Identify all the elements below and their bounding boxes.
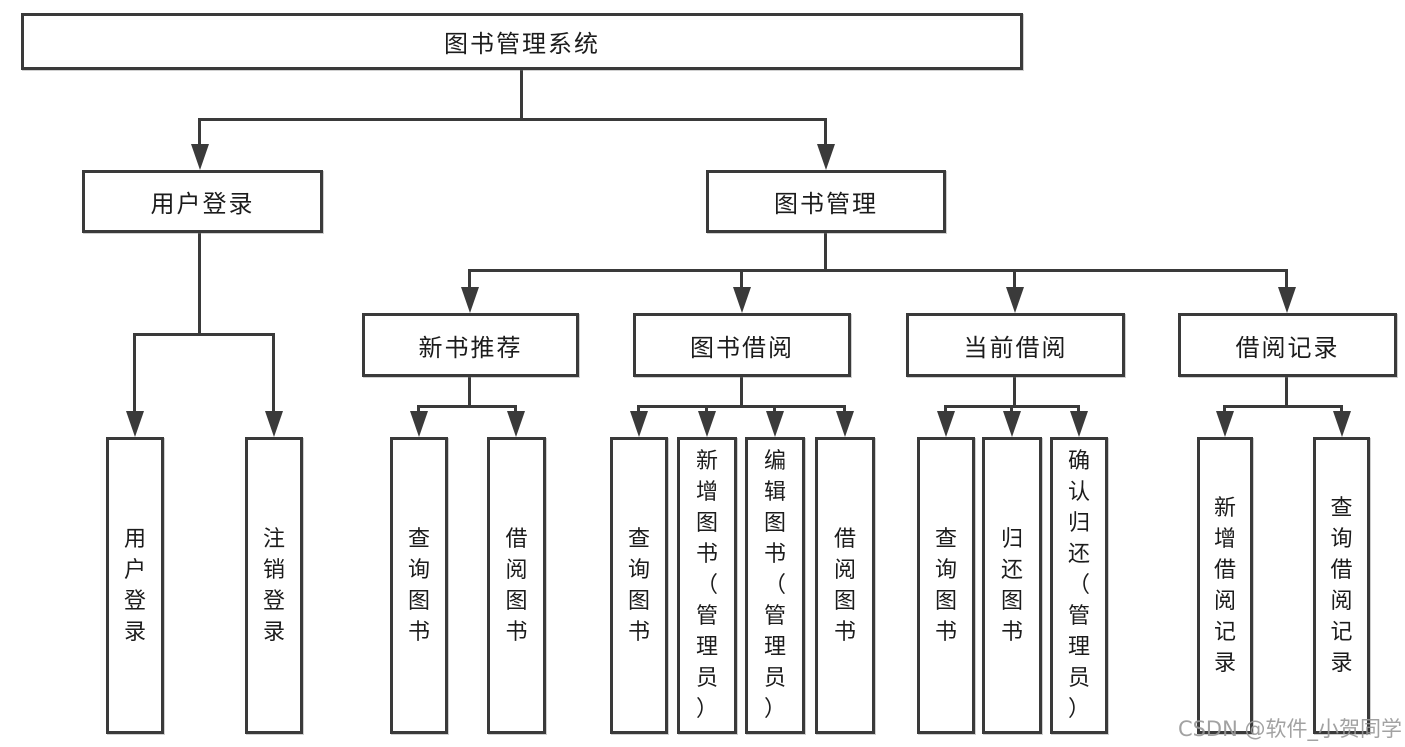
leaf-user-login-label: 用户登录 [123,526,146,645]
arrow-down-icon [630,411,648,437]
leaf-logout-label: 注销登录 [262,526,285,645]
leaf-br-query-record: 查询借阅记录 [1313,437,1370,734]
connector-hline [199,118,826,121]
leaf-br-query-record-label: 查询借阅记录 [1330,495,1353,676]
connector-vline [417,405,420,415]
leaf-br-add-record: 新增借阅记录 [1197,437,1253,734]
arrow-down-icon [126,411,144,437]
node-borrow-records-label: 借阅记录 [1235,333,1340,362]
connector-vline [1340,405,1343,415]
arrow-down-icon [766,411,784,437]
connector-vline [773,405,776,415]
node-book-management: 图书管理 [706,170,946,233]
connector-vline [514,405,517,415]
leaf-rec-borrow-books: 借阅图书 [487,437,546,734]
connector-vline [1013,377,1016,408]
node-user-login: 用户登录 [82,170,323,233]
connector-vline [944,405,947,415]
leaf-cb-return-books-label: 归还图书 [1000,526,1023,645]
arrow-down-icon [410,411,428,437]
connector-vline [1077,405,1080,415]
leaf-bb-borrow-books: 借阅图书 [815,437,875,734]
connector-hline [418,405,517,408]
node-book-borrow: 图书借阅 [633,313,851,377]
connector-vline [198,118,201,150]
connector-hline [134,333,275,336]
node-new-book-recommend: 新书推荐 [362,313,579,377]
connector-vline [272,333,275,413]
arrow-down-icon [817,144,835,170]
arrow-down-icon [937,411,955,437]
arrow-down-icon [461,287,479,313]
leaf-cb-return-books: 归还图书 [982,437,1042,734]
leaf-bb-add-books-admin: 新增图书（管理员） [677,437,737,734]
node-current-borrow-label: 当前借阅 [963,333,1068,362]
connector-vline [1013,269,1016,293]
arrow-down-icon [733,287,751,313]
connector-vline [1285,269,1288,293]
connector-hline [469,269,1288,272]
arrow-down-icon [1333,411,1351,437]
leaf-bb-edit-books-admin: 编辑图书（管理员） [745,437,805,734]
leaf-rec-query-books-label: 查询图书 [407,526,430,645]
leaf-cb-confirm-return-admin: 确认归还（管理员） [1050,437,1108,734]
connector-vline [133,333,136,413]
node-borrow-records: 借阅记录 [1178,313,1397,377]
leaf-rec-borrow-books-label: 借阅图书 [505,526,528,645]
leaf-rec-query-books: 查询图书 [390,437,448,734]
leaf-bb-add-books-admin-label: 新增图书（管理员） [695,449,718,722]
leaf-cb-confirm-return-admin-label: 确认归还（管理员） [1067,449,1090,722]
node-new-book-recommend-label: 新书推荐 [418,333,523,362]
leaf-bb-edit-books-admin-label: 编辑图书（管理员） [763,449,786,722]
leaf-cb-query-books-label: 查询图书 [934,526,957,645]
arrow-down-icon [265,411,283,437]
arrow-down-icon [1006,287,1024,313]
arrow-down-icon [1278,287,1296,313]
leaf-bb-query-books-label: 查询图书 [627,526,650,645]
leaf-user-login: 用户登录 [106,437,164,734]
leaf-br-add-record-label: 新增借阅记录 [1213,495,1236,676]
connector-vline [637,405,640,415]
connector-vline [824,118,827,150]
connector-vline [468,269,471,293]
connector-vline [520,70,523,120]
arrow-down-icon [698,411,716,437]
leaf-bb-borrow-books-label: 借阅图书 [833,526,856,645]
node-user-login-label: 用户登录 [150,190,255,218]
connector-vline [705,405,708,415]
watermark: CSDN @软件_小贺同学 [1177,717,1402,741]
arrow-down-icon [1216,411,1234,437]
connector-vline [843,405,846,415]
connector-vline [1010,405,1013,415]
arrow-down-icon [507,411,525,437]
connector-vline [1223,405,1226,415]
connector-vline [824,233,827,272]
node-root-label: 图书管理系统 [444,30,600,58]
connector-vline [740,269,743,293]
node-book-management-label: 图书管理 [774,190,878,218]
connector-vline [198,233,201,336]
arrow-down-icon [1070,411,1088,437]
node-current-borrow: 当前借阅 [906,313,1125,377]
connector-hline [1224,405,1343,408]
arrow-down-icon [1003,411,1021,437]
arrow-down-icon [191,144,209,170]
connector-vline [468,377,471,408]
connector-hline [638,405,846,408]
node-book-borrow-label: 图书借阅 [690,333,794,362]
leaf-logout: 注销登录 [245,437,303,734]
leaf-bb-query-books: 查询图书 [610,437,668,734]
arrow-down-icon [836,411,854,437]
leaf-cb-query-books: 查询图书 [917,437,975,734]
node-root: 图书管理系统 [21,13,1023,70]
connector-vline [1285,377,1288,408]
connector-vline [740,377,743,408]
